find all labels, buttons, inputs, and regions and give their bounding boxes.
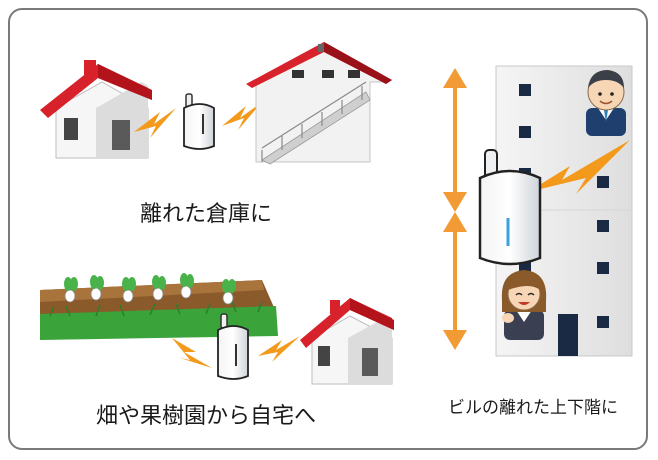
wireless-device-icon — [478, 149, 542, 266]
warehouse-icon — [246, 42, 392, 165]
wireless-device-icon — [183, 93, 215, 150]
lightning-icon — [528, 140, 630, 194]
field-icon — [40, 273, 278, 340]
lightning-icon — [258, 336, 300, 362]
wireless-device-icon — [217, 313, 249, 380]
caption-warehouse: 離れた倉庫に — [140, 202, 273, 227]
person-man-icon — [586, 70, 626, 136]
vertical-arrow-icon — [443, 212, 467, 350]
house-icon — [300, 298, 394, 385]
caption-building: ビルの離れた上下階に — [448, 398, 618, 418]
caption-field: 畑や果樹園から自宅へ — [96, 404, 317, 429]
person-woman-icon — [501, 270, 547, 340]
lightning-icon — [134, 108, 176, 138]
house-icon — [40, 60, 152, 159]
lightning-icon — [222, 102, 262, 130]
vertical-arrow-icon — [443, 68, 467, 212]
lightning-icon — [172, 338, 212, 368]
